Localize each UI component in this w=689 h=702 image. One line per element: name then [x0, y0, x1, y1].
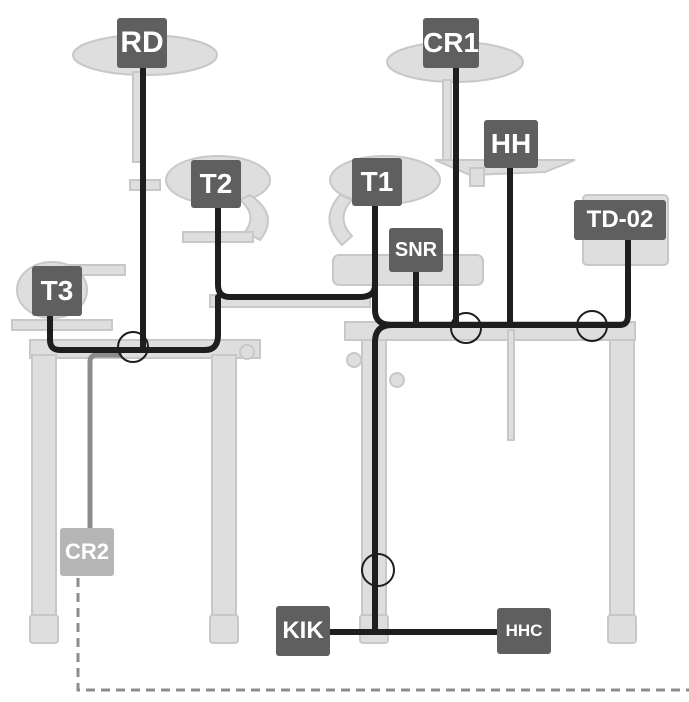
knob-1 [239, 344, 255, 360]
cr2-label: CR2 [60, 528, 114, 576]
snr-label: SNR [389, 228, 443, 272]
left-join [202, 294, 221, 353]
clip-center [450, 312, 482, 344]
td02-label: TD-02 [574, 200, 666, 240]
foot-1 [29, 614, 59, 644]
leg-4 [609, 339, 635, 621]
t3-label: T3 [32, 266, 82, 316]
foot-2 [209, 614, 239, 644]
hihat-rod [507, 329, 515, 441]
cr1-label: CR1 [423, 18, 479, 68]
cable-clips [117, 310, 608, 587]
clip-trunk [361, 553, 395, 587]
trunk-cable [372, 322, 395, 635]
cr2-cable [87, 352, 122, 530]
leg-1 [31, 354, 57, 621]
hh-label: HH [484, 120, 538, 168]
cable-routing [47, 57, 631, 635]
t1-label: T1 [352, 158, 402, 206]
knob-2 [346, 352, 362, 368]
kik-label: KIK [276, 606, 330, 656]
t2-label: T2 [191, 160, 241, 208]
knob-3 [389, 372, 405, 388]
clip-right [576, 310, 608, 342]
t1-cable [372, 197, 631, 328]
t3-cable [47, 307, 208, 353]
cr2-dashed-route [76, 578, 689, 692]
rack-frame [11, 34, 669, 644]
clip-left [117, 331, 149, 363]
rd-label: RD [117, 18, 167, 68]
foot-4 [607, 614, 637, 644]
leg-2 [211, 354, 237, 621]
hhc-label: HHC [497, 608, 551, 654]
tom3-holder [11, 319, 113, 331]
crash1-stand [442, 79, 452, 161]
tom1-holder [328, 193, 354, 247]
ride-stand [132, 71, 142, 163]
hihat-clamp [469, 167, 485, 187]
